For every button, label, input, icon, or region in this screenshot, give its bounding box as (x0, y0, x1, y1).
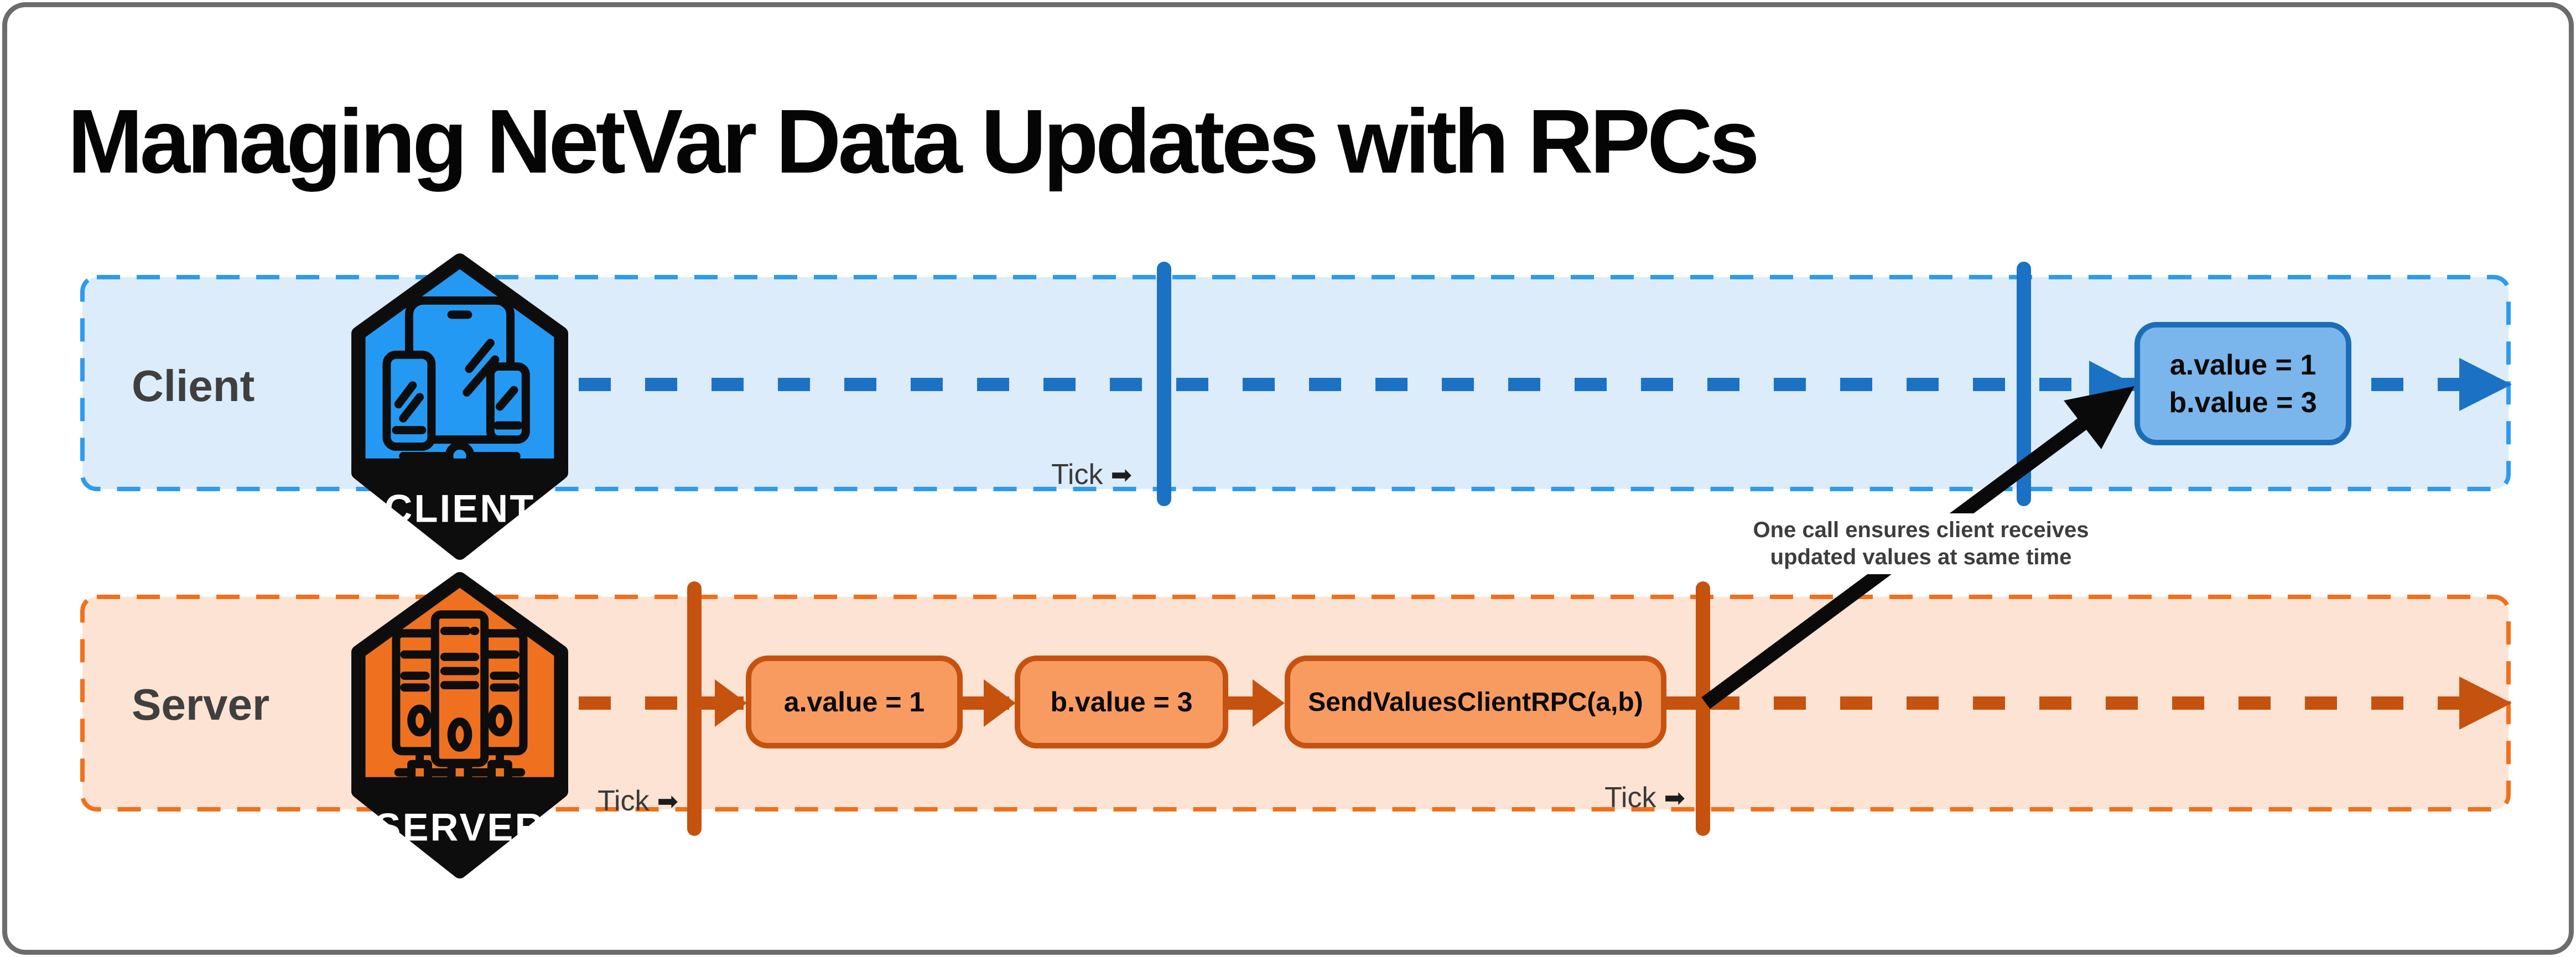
annotation-line-1: One call ensures client receives (1753, 518, 2089, 542)
client-lane-label: Client (132, 361, 255, 410)
rpc-annotation: One call ensures client receives updated… (1743, 513, 2099, 574)
tick-arrow-icon: ➡ (657, 787, 678, 815)
client-result-box: a.value = 1 b.value = 3 (2134, 322, 2351, 445)
client-tick-label: Tick ➡ (1021, 458, 1132, 491)
server-racks-icon (392, 610, 528, 785)
server-badge-label: SERVER (375, 805, 545, 849)
server-tick-label-1: Tick ➡ (568, 784, 678, 818)
server-step-label: a.value = 1 (783, 686, 925, 717)
tick-arrow-icon: ➡ (1110, 460, 1132, 489)
hexagon-band (351, 458, 568, 560)
server-hexagon-badge: SERVER (351, 572, 568, 878)
tick-text: Tick (1051, 459, 1103, 491)
server-step-label: SendValuesClientRPC(a,b) (1308, 687, 1643, 717)
server-step-label: b.value = 3 (1050, 686, 1193, 717)
server-step-box-2: b.value = 3 (1015, 656, 1228, 748)
server-step-box-1: a.value = 1 (746, 656, 963, 748)
client-badge-label: CLIENT (385, 487, 536, 530)
tick-text: Tick (1604, 782, 1656, 814)
client-hexagon-badge: CLIENT (351, 253, 568, 560)
annotation-line-2: updated values at same time (1770, 545, 2072, 569)
client-devices-icon (382, 296, 530, 471)
tick-arrow-icon: ➡ (1664, 783, 1685, 812)
client-result-line: b.value = 3 (2169, 386, 2317, 419)
hexagon-band (351, 777, 568, 878)
tick-text: Tick (598, 785, 650, 817)
server-lane-label: Server (132, 680, 270, 729)
page-title: Managing NetVar Data Updates with RPCs (67, 91, 1760, 192)
server-tick-label-2: Tick ➡ (1575, 781, 1685, 814)
client-result-line: a.value = 1 (2169, 349, 2317, 381)
server-step-box-3: SendValuesClientRPC(a,b) (1285, 656, 1666, 748)
